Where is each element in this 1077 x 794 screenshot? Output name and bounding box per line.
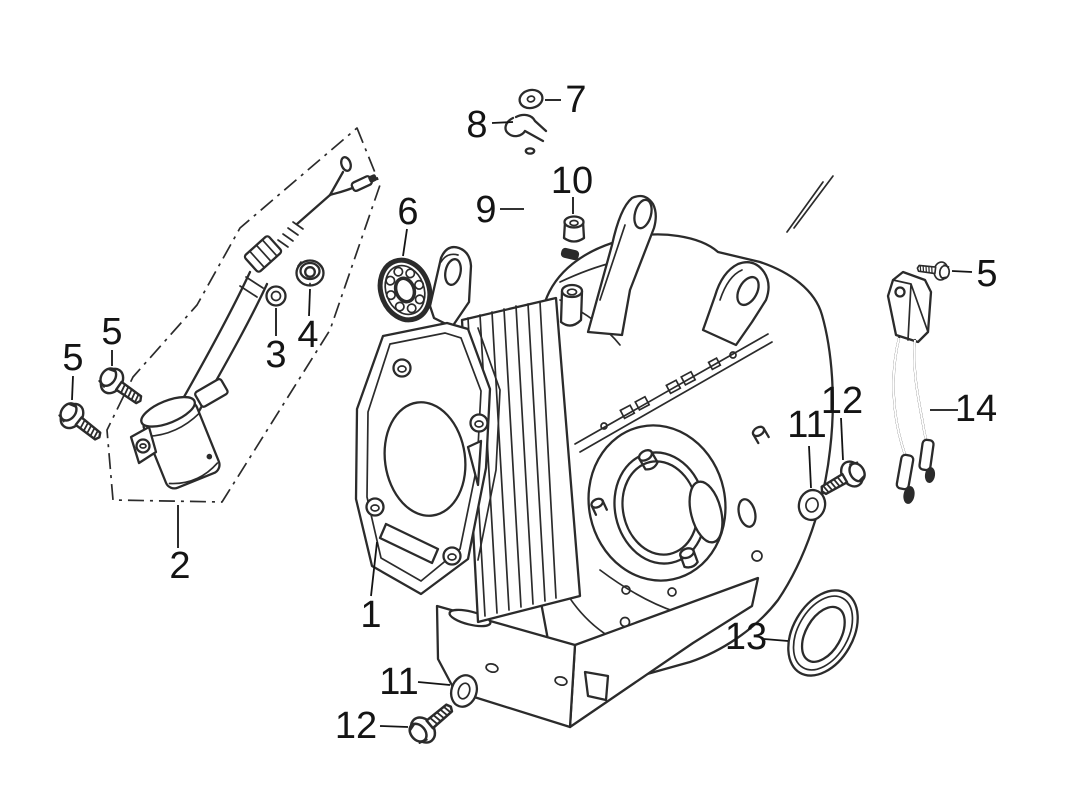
callout-10-label: 10 — [551, 160, 593, 202]
callout-11-label: 11 — [787, 404, 826, 446]
callout-8-leader-line — [491, 121, 514, 124]
callout-5-label: 5 — [101, 311, 122, 353]
callout-4-leader-line — [308, 288, 311, 317]
crankshaft-bore — [587, 424, 727, 582]
crankcase-studs — [590, 425, 770, 569]
callout-4-label: 4 — [297, 314, 318, 356]
callout-14-label: 14 — [955, 388, 997, 430]
oil-alert-unit-part14 — [886, 270, 936, 504]
callout-5-label: 5 — [976, 253, 997, 295]
callout-9-label: 9 — [475, 189, 496, 231]
callout-5-leader-line — [71, 375, 74, 401]
cap-nut-part10 — [562, 215, 586, 243]
callout-2-label: 2 — [169, 545, 190, 587]
flange-bolt-part5-left1 — [53, 397, 109, 449]
crankcase-assembly-drawing — [354, 175, 834, 729]
breather-tube-part9 — [524, 147, 580, 261]
sealing-washer-part7 — [518, 88, 544, 110]
callout-6-label: 6 — [397, 191, 418, 233]
lifting-bracket-left — [428, 245, 473, 329]
drain-bolt-part12-bottom — [403, 694, 461, 750]
gasket-band — [574, 333, 773, 453]
callout-3-label: 3 — [265, 334, 286, 376]
ball-bearing-part6 — [377, 257, 433, 323]
flange-bolt-part5-left2 — [93, 362, 150, 413]
cylinder-flange-face — [354, 321, 501, 596]
drain-washer-part11-right — [797, 488, 827, 522]
callout-8-label: 8 — [466, 104, 487, 146]
callout-7-label: 7 — [565, 79, 586, 121]
callout-12-leader-line — [379, 725, 409, 728]
callout-13-leader-line — [763, 638, 789, 642]
callout-5-leader-line — [951, 270, 973, 273]
callout-6-leader-line — [402, 228, 408, 257]
oil-level-switch-assembly — [106, 127, 381, 503]
callout-12-label: 12 — [821, 380, 863, 422]
callout-12-leader-line — [840, 417, 844, 461]
flange-nut-part4 — [295, 259, 325, 287]
callout-1-leader-line — [370, 541, 378, 597]
callout-11-leader-line — [417, 681, 451, 686]
lifting-bracket-right — [701, 261, 770, 347]
flange-bolt-holes — [365, 358, 489, 566]
tube-clip-part8 — [504, 113, 548, 143]
callout-11-leader-line — [808, 445, 812, 489]
oil-seal-part13 — [787, 589, 859, 677]
crankcase-base — [435, 576, 760, 729]
drain-washer-part11-bottom — [449, 674, 479, 708]
washer-part3 — [265, 285, 287, 307]
callout-5-label: 5 — [62, 337, 83, 379]
lifting-bracket-center — [586, 194, 657, 337]
part-2-boundary — [106, 127, 381, 503]
callout-13-label: 13 — [725, 616, 767, 658]
callout-1-label: 1 — [360, 594, 381, 636]
callout-12-label: 12 — [335, 705, 377, 747]
breather-boss — [559, 283, 584, 327]
callout-11-label: 11 — [379, 661, 418, 703]
